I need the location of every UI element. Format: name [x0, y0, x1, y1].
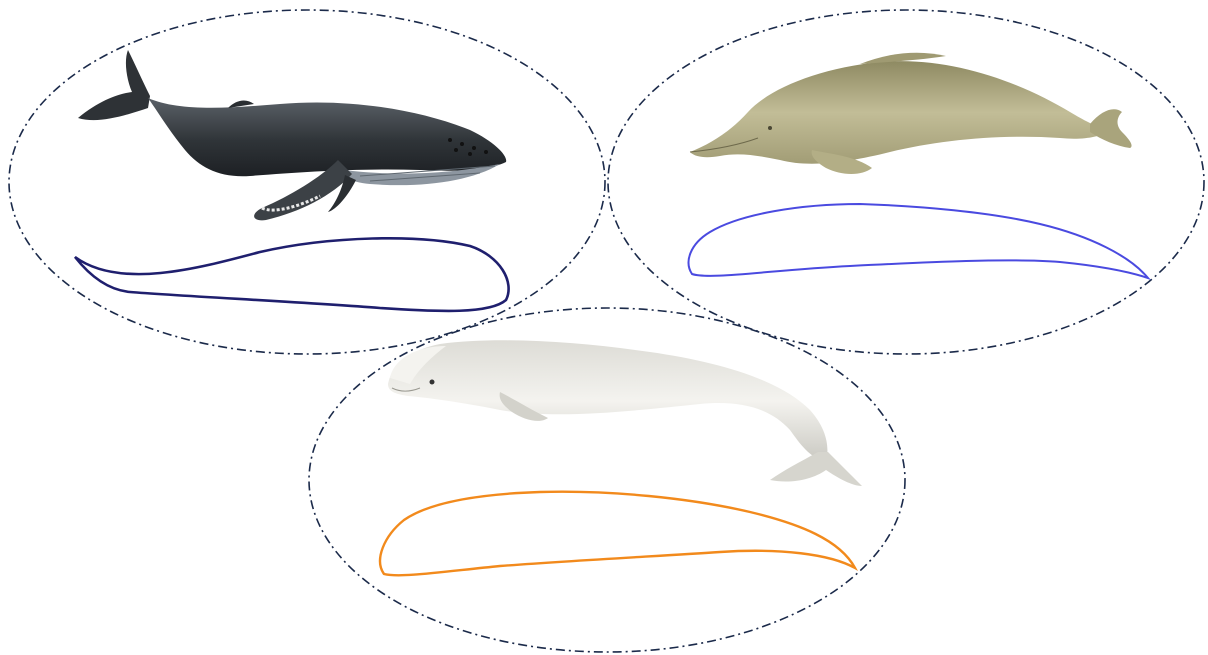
beluga-flipper-profile — [380, 492, 855, 576]
humpback-flipper-profile — [75, 238, 509, 311]
river-dolphin-flipper-profile — [689, 204, 1148, 278]
humpback-whale-illustration — [78, 50, 506, 220]
river-dolphin-illustration — [690, 53, 1132, 174]
beluga-whale-illustration — [388, 340, 862, 486]
